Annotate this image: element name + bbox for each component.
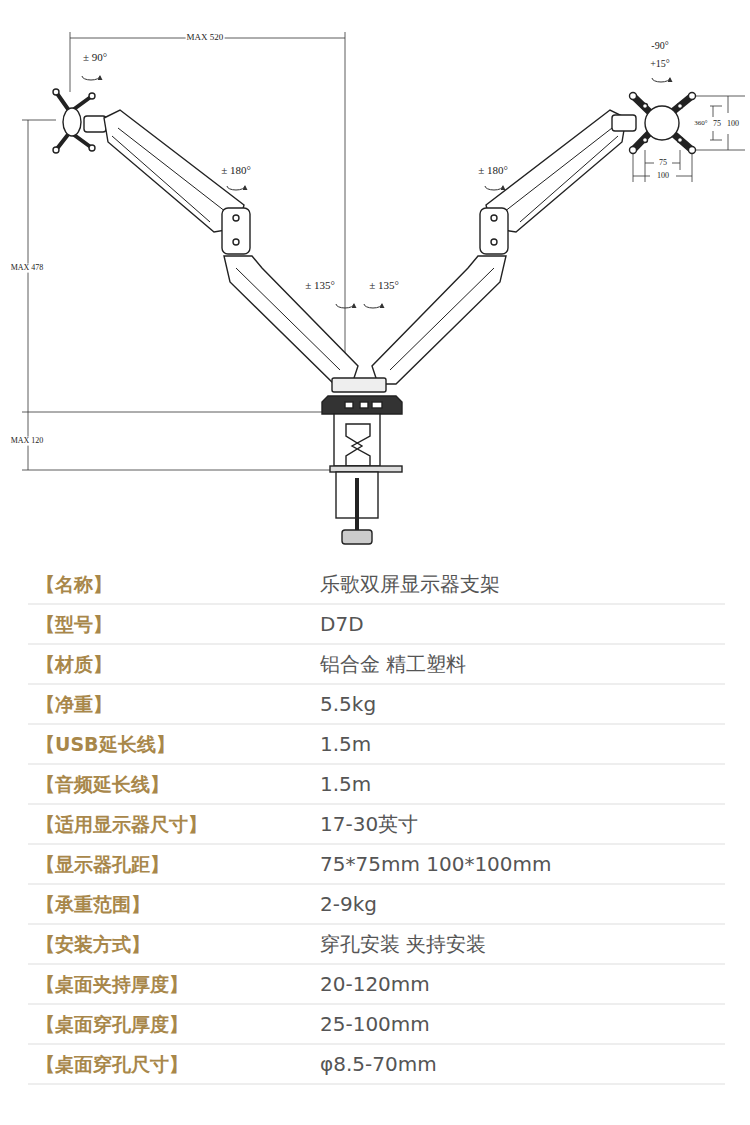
spec-value: 1.5m	[320, 773, 371, 795]
spec-name: 【型号】	[36, 614, 112, 635]
dimension-label: 75	[658, 159, 668, 168]
dimension-label: MAX 478	[10, 264, 45, 273]
base-clamp	[322, 378, 402, 544]
spec-name: 【承重范围】	[36, 894, 150, 915]
spec-value: φ8.5-70mm	[320, 1053, 437, 1075]
dimension-label: +15°	[649, 58, 671, 69]
dimension-label: MAX 120	[10, 437, 45, 446]
dimension-label: ± 135°	[304, 279, 336, 291]
dimension-label: ± 135°	[368, 279, 400, 291]
spec-name: 【适用显示器尺寸】	[36, 814, 207, 835]
dimension-label: 75	[712, 120, 722, 129]
spec-name: 【安装方式】	[36, 934, 150, 955]
dimension-label: MAX 520	[186, 33, 225, 43]
spec-value: 乐歌双屏显示器支架	[320, 573, 500, 595]
spec-value: D7D	[320, 613, 364, 635]
dimension-label: 360°	[693, 120, 708, 128]
spec-name: 【桌面穿孔厚度】	[36, 1014, 188, 1035]
spec-name: 【桌面穿孔尺寸】	[36, 1054, 188, 1075]
spec-value: 5.5kg	[320, 693, 376, 715]
spec-value: 25-100mm	[320, 1013, 430, 1035]
rotation-arrows	[82, 76, 670, 308]
spec-value: 1.5m	[320, 733, 371, 755]
spec-name: 【名称】	[36, 574, 112, 595]
spec-value: 17-30英寸	[320, 813, 418, 835]
lower-arm	[224, 256, 506, 384]
spec-value: 铝合金 精工塑料	[320, 653, 466, 675]
spec-value: 75*75mm 100*100mm	[320, 853, 552, 875]
spec-value: 20-120mm	[320, 973, 430, 995]
upper-arm	[104, 110, 250, 254]
upper-arm	[480, 110, 626, 254]
spec-name: 【显示器孔距】	[36, 854, 169, 875]
spec-name: 【净重】	[36, 694, 112, 715]
spec-name: 【USB延长线】	[36, 734, 175, 755]
dimension-label: -90°	[650, 40, 669, 51]
spec-value: 2-9kg	[320, 893, 377, 915]
dimension-label: 100	[726, 120, 740, 129]
spec-name: 【音频延长线】	[36, 774, 169, 795]
dimension-lines	[22, 32, 745, 470]
spec-value: 穿孔安装 夹持安装	[320, 933, 486, 955]
right-vesa-plate	[612, 93, 696, 154]
dimension-label: ± 180°	[477, 164, 509, 176]
dimension-label: ± 90°	[82, 51, 108, 63]
dimension-label: ± 180°	[220, 164, 252, 176]
spec-name: 【桌面夹持厚度】	[36, 974, 188, 995]
spec-name: 【材质】	[36, 654, 112, 675]
table-rules	[28, 604, 725, 1084]
dimension-label: 100	[656, 172, 670, 181]
left-vesa-plate	[53, 89, 106, 153]
